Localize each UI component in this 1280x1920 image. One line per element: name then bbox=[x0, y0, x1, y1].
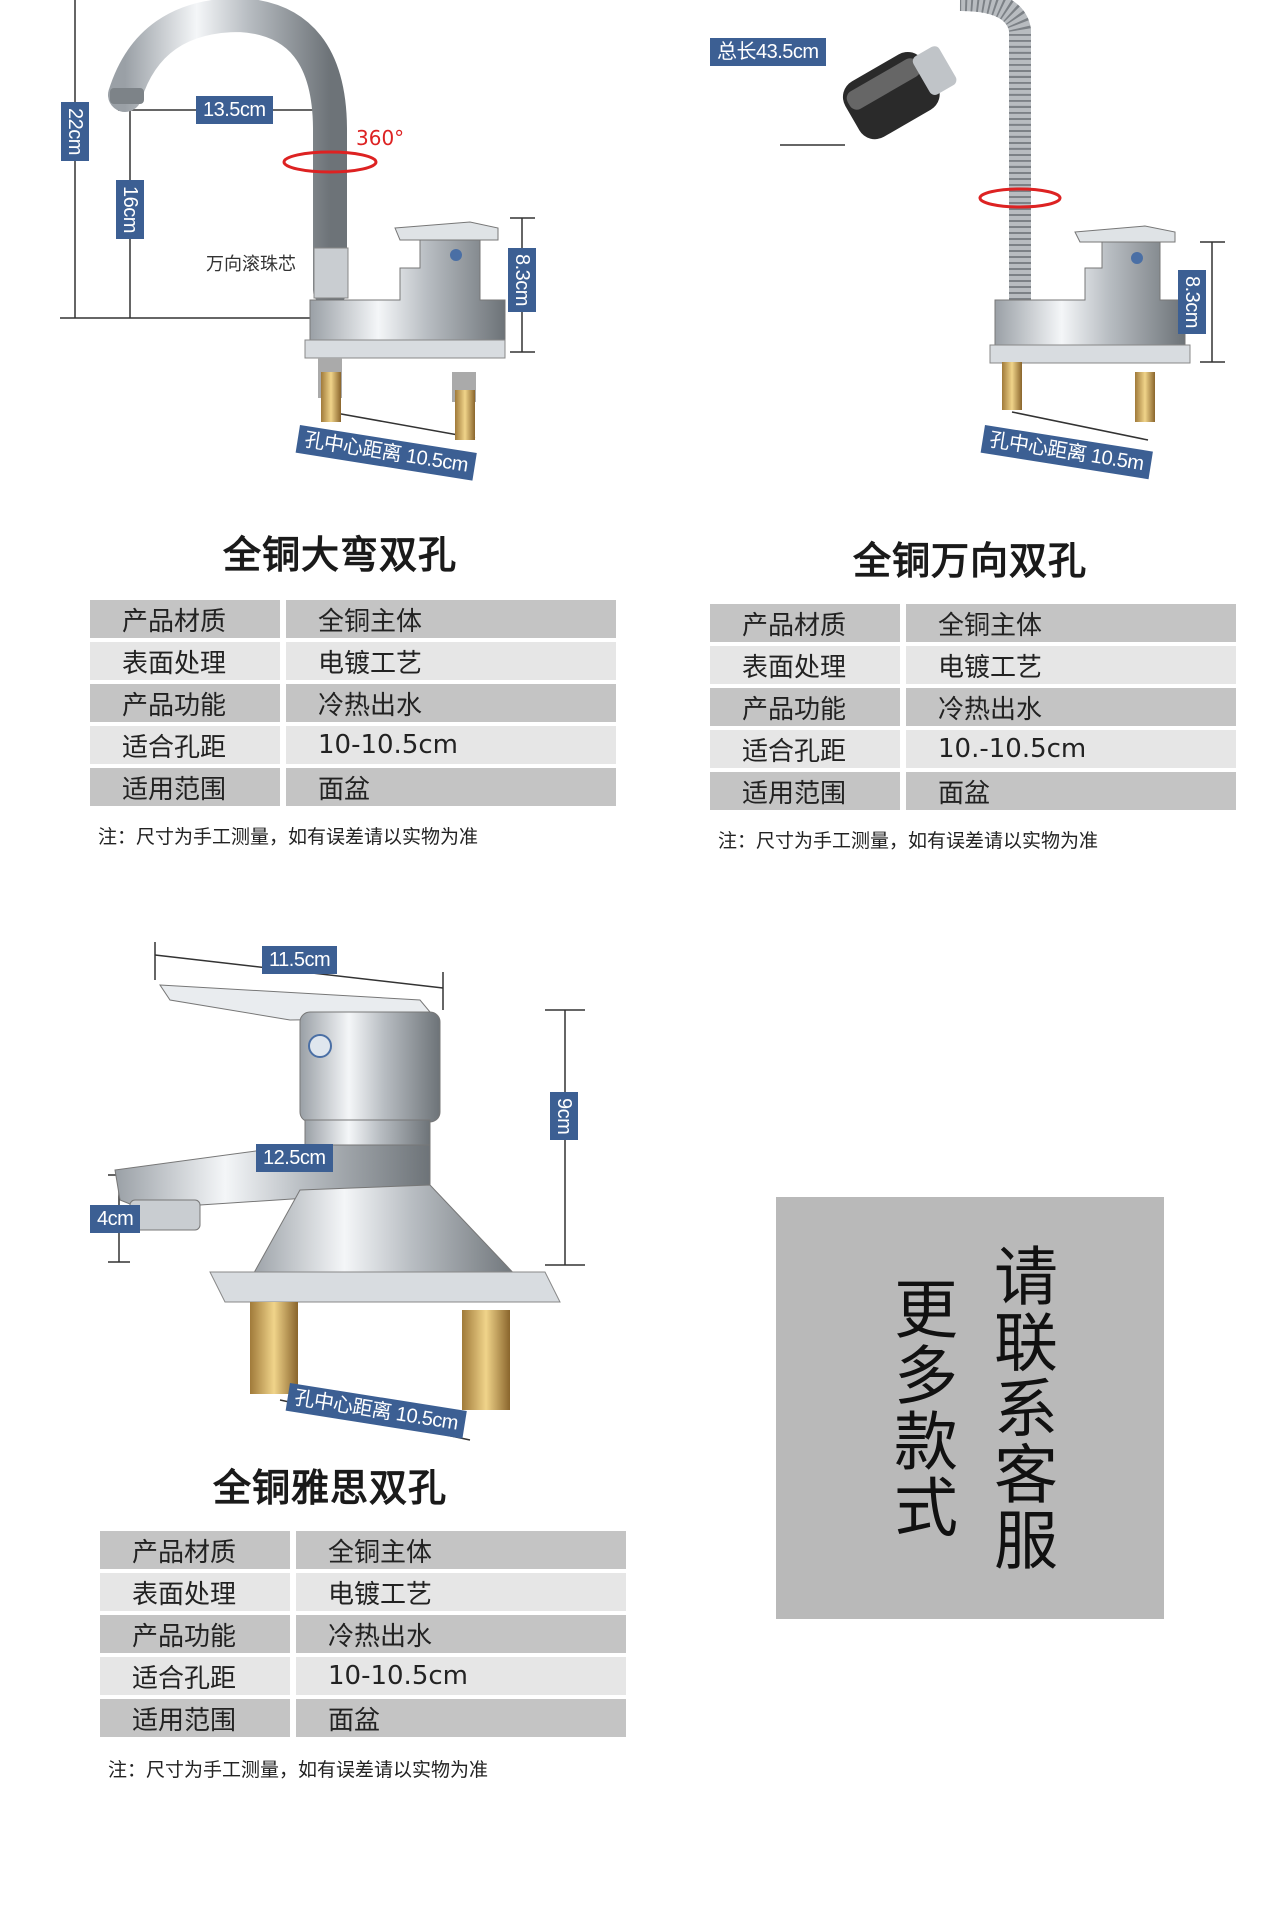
spec-value: 面盆 bbox=[906, 772, 1236, 810]
product-2-title: 全铜万向双孔 bbox=[852, 539, 1087, 583]
spec-label: 表面处理 bbox=[100, 1573, 290, 1611]
body-height-label: 8.3cm bbox=[1178, 270, 1206, 334]
product-2-note: 注：尺寸为手工测量，如有误差请以实物为准 bbox=[718, 830, 1099, 852]
faucet-2-image: 总长43.5cm 8.3cm 孔中心距离 10.5m bbox=[640, 0, 1280, 500]
spec-value: 10-10.5cm bbox=[296, 1657, 626, 1695]
spec-label: 适用范围 bbox=[90, 768, 280, 806]
spec-row: 适用范围面盆 bbox=[710, 772, 1236, 810]
spec-value: 全铜主体 bbox=[286, 600, 616, 638]
spec-label: 产品功能 bbox=[90, 684, 280, 722]
spec-value: 冷热出水 bbox=[286, 684, 616, 722]
contact-service-text: 请联系客服 bbox=[983, 1243, 1057, 1573]
spec-value: 冷热出水 bbox=[296, 1615, 626, 1653]
more-styles-text: 更多款式 bbox=[883, 1276, 957, 1540]
spout-length-label: 12.5cm bbox=[256, 1144, 333, 1172]
spec-row: 表面处理电镀工艺 bbox=[100, 1573, 626, 1611]
spec-row: 产品功能冷热出水 bbox=[90, 684, 616, 722]
spec-label: 表面处理 bbox=[90, 642, 280, 680]
spec-value: 电镀工艺 bbox=[906, 646, 1236, 684]
spec-row: 适用范围面盆 bbox=[100, 1699, 626, 1737]
handle-length-label: 11.5cm bbox=[262, 946, 338, 974]
height-total-label: 22cm bbox=[61, 102, 89, 161]
contact-service-box[interactable]: 请联系客服 更多款式 bbox=[776, 1197, 1164, 1619]
spec-value: 10-10.5cm bbox=[286, 726, 616, 764]
spec-label: 产品材质 bbox=[710, 604, 900, 642]
spec-value: 面盆 bbox=[296, 1699, 626, 1737]
spout-clearance-label: 4cm bbox=[90, 1205, 141, 1233]
product-1-title: 全铜大弯双孔 bbox=[222, 533, 457, 577]
height-label: 9cm bbox=[550, 1092, 578, 1141]
spec-label: 适用范围 bbox=[100, 1699, 290, 1737]
spec-label: 产品材质 bbox=[100, 1531, 290, 1569]
product-1-note: 注：尺寸为手工测量，如有误差请以实物为准 bbox=[98, 826, 479, 848]
product-3-note: 注：尺寸为手工测量，如有误差请以实物为准 bbox=[108, 1759, 489, 1781]
faucet-3-drawing bbox=[108, 942, 585, 1441]
body-height-label: 8.3cm bbox=[508, 248, 536, 312]
total-length-label: 总长43.5cm bbox=[710, 38, 826, 66]
spec-row: 产品功能冷热出水 bbox=[100, 1615, 626, 1653]
faucet-2-drawing bbox=[728, 0, 1225, 441]
spec-label: 产品功能 bbox=[710, 688, 900, 726]
product-2: 总长43.5cm 8.3cm 孔中心距离 10.5m 全铜万向双孔 产品材质全铜… bbox=[640, 0, 1280, 860]
faucet-1-drawing bbox=[60, 0, 535, 440]
spec-row: 表面处理电镀工艺 bbox=[90, 642, 616, 680]
faucet-1-image: 22cm 13.5cm 16cm 360° 万向滚珠芯 8.3cm 孔中心距离 … bbox=[0, 0, 640, 500]
spec-label: 适合孔距 bbox=[90, 726, 280, 764]
spec-row: 表面处理电镀工艺 bbox=[710, 646, 1236, 684]
faucet-3-image: 11.5cm 12.5cm 9cm 4cm 孔中心距离 10.5cm bbox=[0, 900, 640, 1441]
spec-value: 全铜主体 bbox=[906, 604, 1236, 642]
spec-label: 适用范围 bbox=[710, 772, 900, 810]
spec-value: 全铜主体 bbox=[296, 1531, 626, 1569]
spec-label: 适合孔距 bbox=[100, 1657, 290, 1695]
spec-label: 产品功能 bbox=[100, 1615, 290, 1653]
spec-value: 电镀工艺 bbox=[286, 642, 616, 680]
reach-label: 13.5cm bbox=[196, 96, 273, 124]
spec-label: 产品材质 bbox=[90, 600, 280, 638]
product-1: 22cm 13.5cm 16cm 360° 万向滚珠芯 8.3cm 孔中心距离 … bbox=[0, 0, 640, 860]
spec-label: 表面处理 bbox=[710, 646, 900, 684]
spec-value: 10.-10.5cm bbox=[906, 730, 1236, 768]
product-3-title: 全铜雅思双孔 bbox=[212, 1466, 447, 1510]
spec-row: 产品材质全铜主体 bbox=[100, 1531, 626, 1569]
ball-core-callout: 万向滚珠芯 bbox=[206, 254, 296, 275]
spec-label: 适合孔距 bbox=[710, 730, 900, 768]
rotation-label: 360° bbox=[356, 126, 405, 150]
spout-height-label: 16cm bbox=[116, 180, 144, 239]
spec-value: 冷热出水 bbox=[906, 688, 1236, 726]
spec-value: 面盆 bbox=[286, 768, 616, 806]
spec-row: 适用范围面盆 bbox=[90, 768, 616, 806]
product-3: 11.5cm 12.5cm 9cm 4cm 孔中心距离 10.5cm 全铜雅思双… bbox=[0, 900, 640, 1820]
spec-value: 电镀工艺 bbox=[296, 1573, 626, 1611]
spec-row: 产品材质全铜主体 bbox=[710, 604, 1236, 642]
spec-row: 产品材质全铜主体 bbox=[90, 600, 616, 638]
spec-row: 产品功能冷热出水 bbox=[710, 688, 1236, 726]
